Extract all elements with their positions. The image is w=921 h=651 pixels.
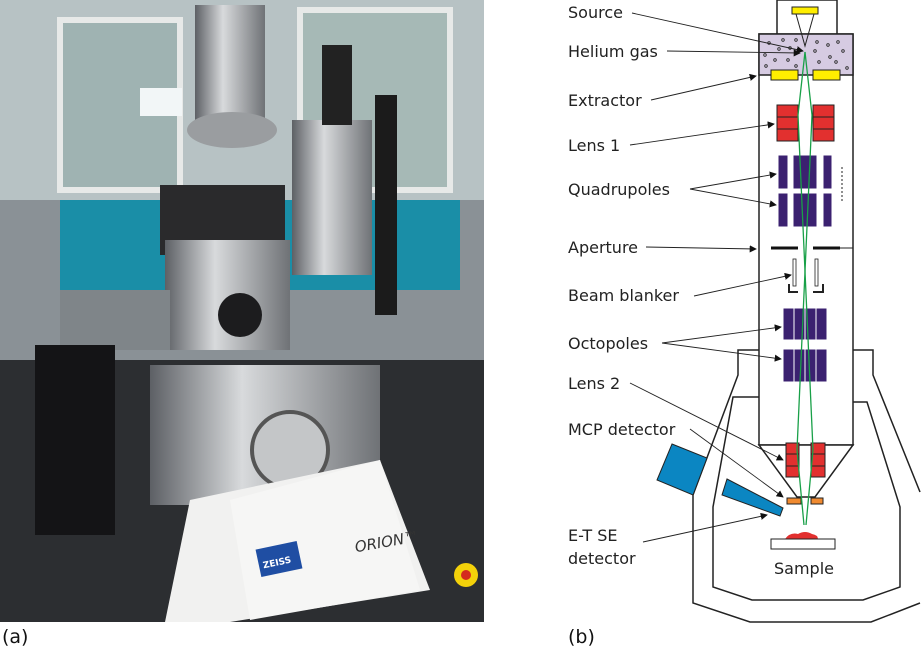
label-quadrupoles: Quadrupoles — [568, 180, 670, 199]
label-beam-blanker: Beam blanker — [568, 286, 679, 305]
source-housing — [776, 0, 838, 35]
label-et-detector: detector — [568, 549, 636, 568]
et-detector-tube — [721, 478, 784, 517]
ion-beam — [796, 51, 814, 526]
photo-zeiss-orion: ZEISS ORION™ — [0, 0, 484, 622]
label-et-se: E-T SE — [568, 526, 618, 545]
lens-1 — [776, 104, 835, 142]
label-lens-2: Lens 2 — [568, 374, 620, 393]
label-sample: Sample — [774, 559, 834, 578]
panel-label-a: (a) — [2, 626, 28, 648]
label-aperture: Aperture — [568, 238, 638, 257]
inner-chamber — [712, 396, 901, 601]
beam-blanker — [788, 258, 824, 293]
mcp-detector-left — [786, 497, 802, 505]
leader-arrows — [629, 12, 804, 543]
zeiss-logo — [255, 540, 303, 578]
lens-2 — [785, 442, 826, 478]
et-detector-body — [656, 443, 708, 496]
label-octopoles: Octopoles — [568, 334, 648, 353]
label-source: Source — [568, 3, 623, 22]
label-mcp-detector: MCP detector — [568, 420, 676, 439]
panel-label-b: (b) — [568, 626, 595, 648]
quadrupoles — [778, 155, 832, 227]
sample-specimen — [785, 532, 818, 539]
objective-cone — [757, 444, 855, 498]
source-tip-holder — [791, 6, 819, 15]
outer-chamber — [692, 349, 921, 623]
label-extractor: Extractor — [568, 91, 642, 110]
extractor-left — [770, 69, 799, 81]
annotation-labels: Source Helium gas Extractor Lens 1 Quadr… — [568, 3, 834, 578]
sample-stage — [770, 538, 836, 550]
mcp-detector-right — [810, 497, 824, 505]
monitor-screen — [140, 88, 182, 116]
extractor-right — [812, 69, 841, 81]
helium-region — [758, 33, 854, 76]
label-lens-1: Lens 1 — [568, 136, 620, 155]
label-helium-gas: Helium gas — [568, 42, 658, 61]
